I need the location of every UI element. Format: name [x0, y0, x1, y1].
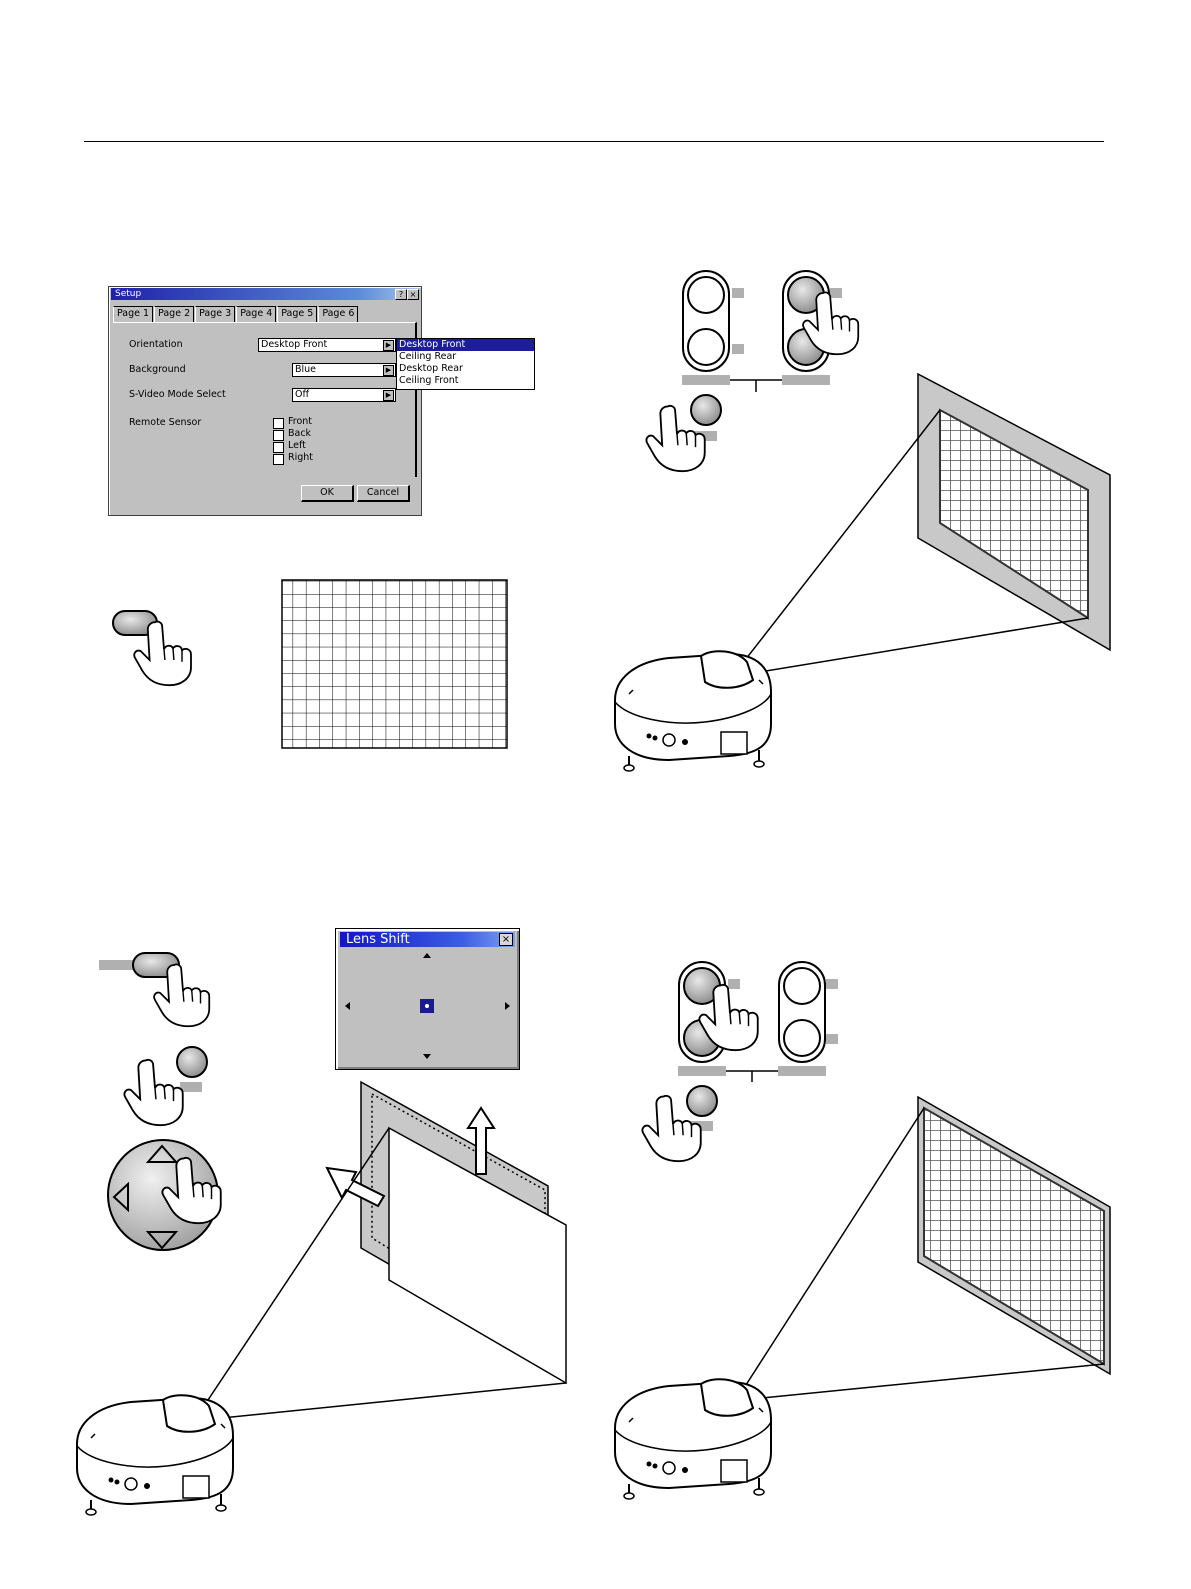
- label-bar-icon: [678, 1066, 726, 1076]
- label-tag-icon: [826, 979, 838, 989]
- projected-grid: [924, 1108, 1104, 1364]
- pressing-hand-icon: [124, 1060, 182, 1125]
- up-button-icon[interactable]: [784, 968, 820, 1004]
- label-tag-icon: [732, 344, 744, 354]
- label-tag-icon: [826, 1034, 838, 1044]
- test-pattern-grid: [282, 580, 507, 748]
- projector-icon: [77, 1395, 233, 1515]
- label-bar-icon: [682, 375, 730, 385]
- label-bar-icon: [778, 1066, 826, 1076]
- projector-icon: [615, 1379, 771, 1499]
- label-tag-icon: [830, 288, 842, 298]
- label-tag-icon: [728, 979, 740, 989]
- select-button-icon[interactable]: [687, 1086, 717, 1116]
- projector-icon: [615, 651, 771, 771]
- down-button-icon[interactable]: [784, 1020, 820, 1056]
- label-tag-icon: [180, 1082, 202, 1092]
- select-button-icon[interactable]: [177, 1047, 207, 1077]
- label-bar-icon: [782, 375, 830, 385]
- down-button-icon[interactable]: [688, 329, 724, 365]
- label-tag-icon: [732, 288, 744, 298]
- label-bar-icon: [99, 960, 135, 970]
- select-button-icon[interactable]: [691, 395, 721, 425]
- up-button-icon[interactable]: [688, 277, 724, 313]
